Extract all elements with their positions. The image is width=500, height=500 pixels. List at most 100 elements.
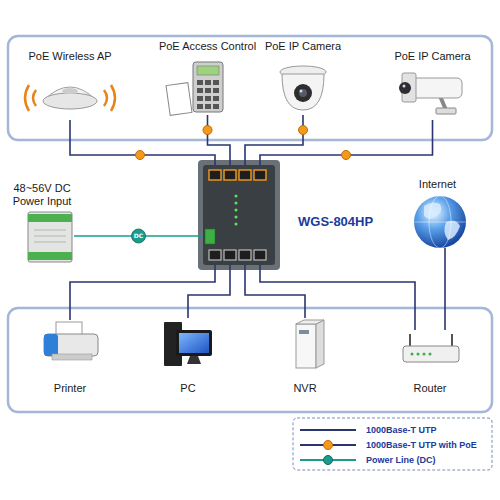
switch-icon [254, 250, 266, 260]
internet-globe-icon [414, 196, 466, 248]
power-supply-icon [34, 236, 66, 237]
bullet-camera-icon [410, 78, 462, 98]
switch-icon [224, 250, 236, 260]
internet-globe-icon [414, 196, 466, 248]
switch-icon [239, 170, 251, 180]
device-label: 48~56V DC Power Input [10, 182, 74, 208]
wireless-ap-icon [25, 85, 115, 111]
access-control-icon [205, 80, 211, 85]
printer-icon [52, 354, 92, 360]
access-control-icon [166, 83, 192, 116]
switch-icon [235, 209, 238, 212]
access-control-icon [205, 104, 211, 109]
router-icon [423, 353, 426, 356]
bullet-camera-icon [399, 73, 462, 114]
switch-icon [224, 170, 236, 180]
printer-icon [44, 334, 98, 356]
switch-icon [235, 216, 238, 219]
printer-icon [44, 322, 98, 360]
access-control-icon [197, 66, 219, 75]
switch-icon [209, 250, 221, 260]
dome-camera-icon [300, 90, 303, 93]
router-icon [417, 353, 420, 356]
legend-line-sample [300, 429, 356, 431]
utp-cable [245, 265, 305, 318]
poe-cable [245, 115, 303, 165]
access-control-node: PoE Access Control [150, 40, 265, 115]
bullet-camera-icon [436, 108, 456, 114]
access-control-icon [213, 88, 219, 93]
internet-node: Internet [400, 178, 475, 248]
access-control-icon [213, 80, 219, 85]
access-control-icon [213, 96, 219, 101]
switch-icon [235, 195, 238, 198]
switch-icon [198, 160, 280, 270]
nvr-icon [316, 320, 324, 368]
nvr-icon [299, 330, 309, 334]
router-node: Router [385, 330, 475, 395]
bullet-camera-icon [399, 82, 411, 94]
access-control-icon [197, 104, 203, 109]
pc-icon [164, 322, 212, 366]
device-label: PoE Access Control [150, 40, 265, 53]
device-label: NVR [270, 382, 340, 395]
device-band [8, 36, 492, 140]
legend-row: 1000Base-T UTP [298, 422, 490, 437]
power-supply-icon [34, 242, 66, 243]
power-supply-icon [28, 214, 72, 222]
poe-cable [70, 120, 215, 165]
device-label: PoE Wireless AP [20, 50, 120, 63]
poe-marker [299, 126, 308, 135]
switch-icon [198, 160, 280, 270]
nvr-node: NVR [270, 318, 340, 395]
legend-text: Power Line (DC) [366, 455, 436, 465]
legend-frame [293, 418, 492, 470]
device-band [8, 308, 492, 412]
switch-icon [205, 229, 215, 244]
access-control-icon [193, 62, 223, 112]
device-label: PC [150, 382, 226, 395]
switch-icon [203, 165, 275, 265]
switch-icon [209, 170, 221, 180]
wireless-ap-icon [25, 85, 29, 111]
power-supply-icon [34, 230, 66, 231]
model-label: WGS-804HP [298, 215, 373, 228]
ip-camera-node: PoE IP Camera [258, 40, 348, 115]
access-control-icon [205, 96, 211, 101]
legend-text: 1000Base-T UTP [366, 425, 437, 435]
wireless-ap-icon [62, 88, 78, 94]
wireless-ap-icon [111, 85, 115, 111]
power-supply-node: 48~56V DC Power Input [10, 182, 74, 267]
utp-cable [188, 265, 230, 318]
power-supply-icon [28, 252, 72, 260]
printer-icon [44, 334, 58, 356]
switch-icon [235, 202, 238, 205]
internet-globe-icon [424, 202, 441, 219]
legend-frame [293, 418, 492, 470]
legend-text: 1000Base-T UTP with PoE [366, 440, 477, 450]
router-icon [429, 353, 432, 356]
poe-cable [260, 120, 433, 165]
pc-icon [187, 356, 201, 364]
internet-globe-icon [414, 222, 466, 223]
switch-icon [254, 170, 266, 180]
poe-marker [136, 126, 351, 160]
connector-group [70, 115, 445, 330]
device-band [8, 308, 492, 412]
pc-icon [179, 333, 209, 353]
dome-camera-icon [280, 66, 326, 110]
access-control-icon [166, 62, 223, 115]
legend-line-sample [298, 424, 358, 436]
switch-icon [235, 223, 238, 226]
power-supply-icon [28, 212, 72, 262]
ip-camera-node: PoE IP Camera [385, 50, 480, 120]
wireless-ap-icon [33, 90, 36, 106]
dome-camera-icon [299, 89, 307, 97]
device-label: Internet [400, 178, 475, 191]
router-icon [403, 334, 459, 362]
legend-dot-sample [324, 455, 333, 464]
power-supply-icon [28, 212, 72, 262]
access-control-icon [213, 104, 219, 109]
access-control-icon [197, 88, 203, 93]
